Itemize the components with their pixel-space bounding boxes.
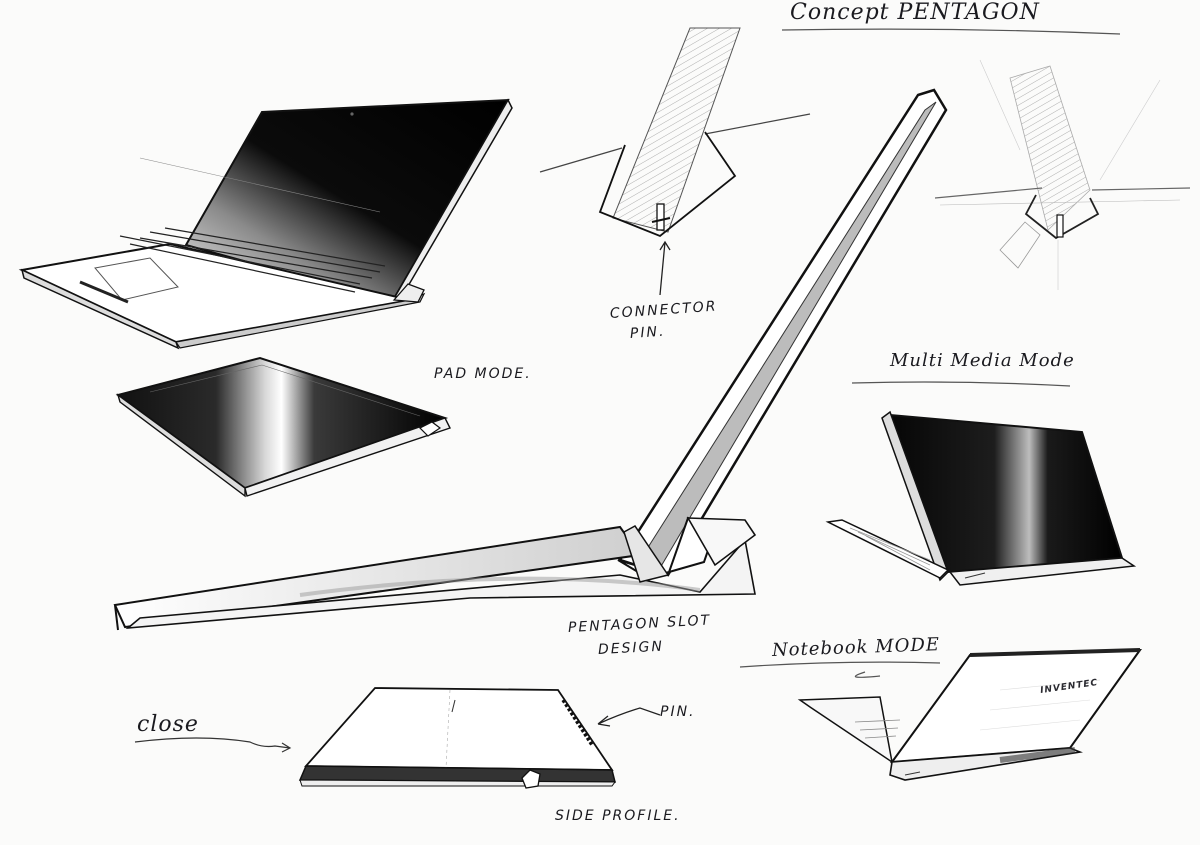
concept-title-label: Concept PENTAGON xyxy=(790,0,1040,25)
pin-label: PIN. xyxy=(660,704,696,720)
closed-side-profile-sketch xyxy=(134,687,661,789)
multimedia-mode-label: Multi Media Mode xyxy=(890,350,1075,371)
title-underline xyxy=(781,28,1121,35)
pad-mode-sketch xyxy=(115,356,451,498)
connector-pin-section-sketch xyxy=(539,27,811,296)
multimedia-mode-sketch xyxy=(825,410,1137,586)
side-profile-label: SIDE PROFILE. xyxy=(555,808,681,824)
connector-pin-label-line2: PIN. xyxy=(629,323,666,342)
pentagon-slot-large-sketch xyxy=(113,88,948,631)
laptop-open-sketch xyxy=(18,98,513,350)
caption-underlines xyxy=(739,381,1071,678)
pad-mode-label: PAD MODE. xyxy=(434,366,532,382)
notebook-mode-sketch xyxy=(797,648,1142,781)
hinge-detail-sketch xyxy=(934,59,1191,290)
close-label: close xyxy=(137,712,199,737)
